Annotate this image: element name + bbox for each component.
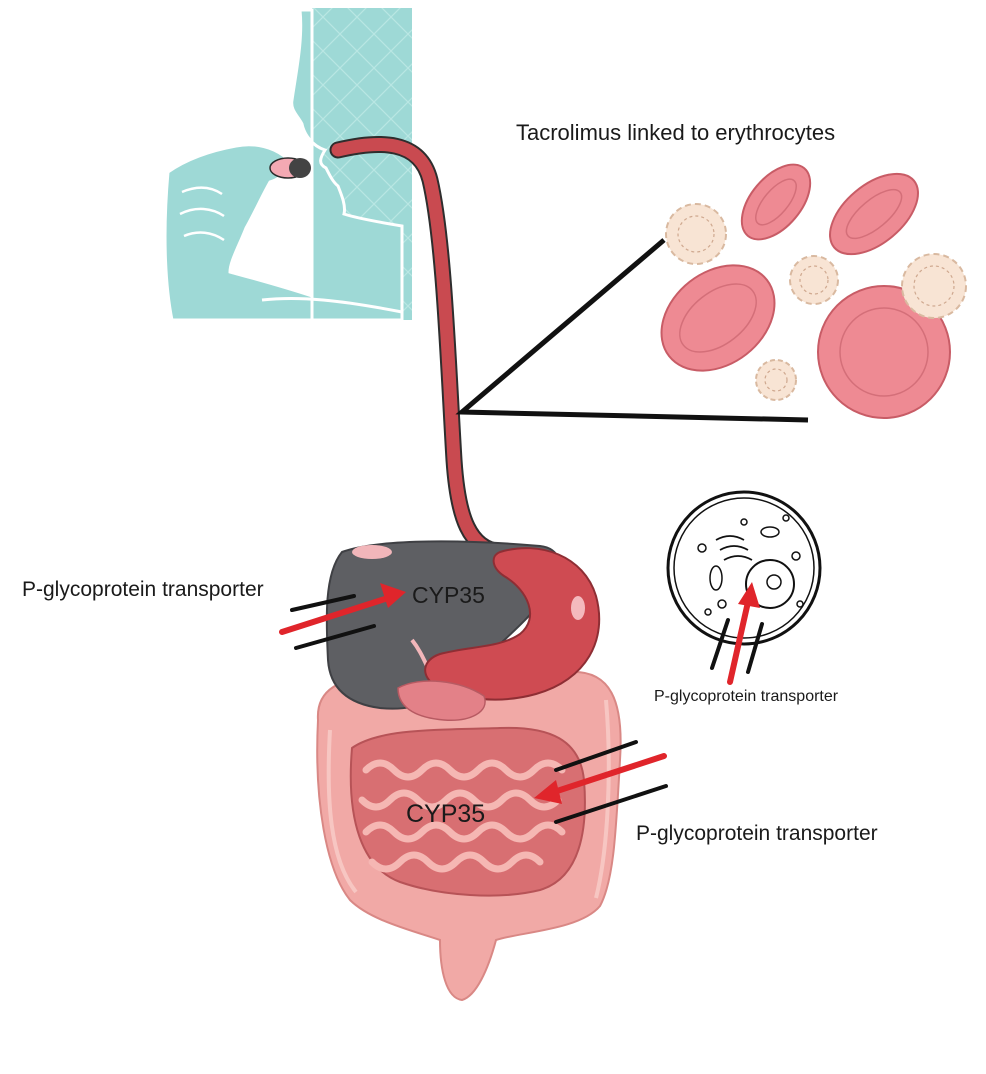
intestine-cyp-label: CYP35 bbox=[406, 800, 486, 828]
cell-diagram bbox=[666, 490, 822, 646]
zoom-wedge-lines bbox=[455, 238, 809, 423]
cell-nucleus bbox=[745, 559, 795, 609]
intestines bbox=[316, 670, 622, 1002]
red-arrow-liver bbox=[279, 595, 391, 635]
erythrocyte bbox=[740, 163, 812, 241]
platelet bbox=[755, 359, 797, 401]
platelet bbox=[665, 203, 727, 265]
pill-capsule-icon bbox=[269, 157, 311, 179]
erythrocyte bbox=[829, 172, 919, 256]
arrowhead bbox=[380, 583, 406, 608]
liver-pgp-label: P-glycoprotein transporter bbox=[22, 578, 264, 601]
red-arrow-intestine bbox=[551, 753, 667, 795]
erythrocytes-title: Tacrolimus linked to erythrocytes bbox=[516, 120, 836, 145]
face-profile bbox=[290, 8, 404, 322]
intestine-transport-arrows bbox=[534, 740, 668, 824]
arrowhead bbox=[534, 780, 562, 804]
platelet bbox=[901, 253, 967, 319]
platelet bbox=[789, 255, 839, 305]
cell-transport-arrows bbox=[710, 582, 764, 685]
erythrocytes-cluster bbox=[660, 163, 967, 419]
liver-cyp-label: CYP35 bbox=[412, 582, 485, 608]
arrowhead bbox=[738, 582, 760, 608]
intestine-pgp-label: P-glycoprotein transporter bbox=[636, 822, 878, 845]
erythrocyte bbox=[660, 264, 776, 372]
person-taking-pill bbox=[163, 8, 412, 322]
pancreas bbox=[397, 680, 486, 721]
cell-pgp-label: P-glycoprotein transporter bbox=[654, 688, 839, 705]
erythrocyte bbox=[817, 285, 951, 419]
liver-transport-arrows bbox=[279, 583, 406, 650]
red-arrow-cell bbox=[727, 599, 751, 685]
